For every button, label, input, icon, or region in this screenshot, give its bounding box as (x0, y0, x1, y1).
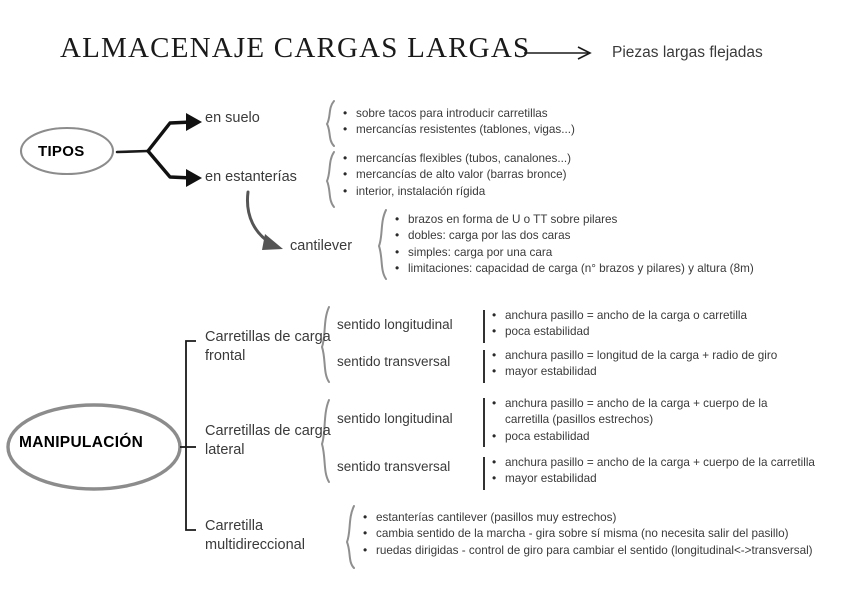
bracket-cantilever (377, 209, 387, 280)
list-item: cambia sentido de la marcha - gira sobre… (363, 525, 848, 542)
list-item: anchura pasillo = ancho de la carga + cu… (492, 454, 848, 471)
list-item: estanterías cantilever (pasillos muy est… (363, 509, 848, 526)
right-arrow-icon (524, 46, 592, 60)
manipulacion-node-label: MANIPULACIÓN (19, 434, 144, 451)
list-item: mayor estabilidad (492, 470, 848, 487)
list-item: mercancías flexibles (tubos, canalones..… (343, 150, 643, 167)
bracket-en-estanterias (325, 151, 335, 208)
bullets-frontal-longitudinal: anchura pasillo = ancho de la carga o ca… (492, 307, 848, 341)
bullets-en-suelo: sobre tacos para introducir carretillas … (343, 105, 643, 139)
list-item: brazos en forma de U o TT sobre pilares (395, 211, 848, 228)
bullets-frontal-transversal: anchura pasillo = longitud de la carga +… (492, 347, 848, 381)
list-item: sobre tacos para introducir carretillas (343, 105, 643, 122)
label-lateral-transversal: sentido transversal (337, 459, 451, 474)
label-frontal-longitudinal: sentido longitudinal (337, 317, 453, 332)
bullets-en-estanterias: mercancías flexibles (tubos, canalones..… (343, 150, 643, 200)
bracket-en-suelo (325, 100, 335, 147)
list-item: poca estabilidad (492, 323, 848, 340)
title-target-label: Piezas largas flejadas (612, 44, 763, 61)
list-item: simples: carga por una cara (395, 244, 848, 261)
node-carretillas-carga-frontal: Carretillas de carga frontal (205, 329, 331, 364)
page-title: ALMACENAJE CARGAS LARGAS (60, 32, 531, 64)
list-item: mercancías de alto valor (barras bronce) (343, 166, 643, 183)
list-item: mayor estabilidad (492, 363, 848, 380)
list-item: anchura pasillo = ancho de la carga + cu… (492, 395, 792, 429)
list-item: interior, instalación rígida (343, 183, 643, 200)
label-lateral-longitudinal: sentido longitudinal (337, 411, 453, 426)
bracket-multidireccional (345, 505, 355, 569)
list-item: limitaciones: capacidad de carga (n° bra… (395, 260, 848, 277)
bullets-multidireccional: estanterías cantilever (pasillos muy est… (363, 509, 848, 559)
node-cantilever: cantilever (290, 238, 353, 254)
list-item: poca estabilidad (492, 428, 792, 445)
node-en-estanterias: en estanterías (205, 169, 297, 185)
manipulacion-square-bracket (185, 340, 196, 531)
node-carretillas-carga-lateral: Carretillas de carga lateral (205, 423, 331, 458)
node-en-suelo: en suelo (205, 110, 260, 126)
bullets-lateral-longitudinal: anchura pasillo = ancho de la carga + cu… (492, 395, 792, 445)
bullets-cantilever: brazos en forma de U o TT sobre pilares … (395, 211, 848, 278)
branch-arrow-en-estanterias (146, 149, 202, 187)
branch-arrow-en-suelo (146, 113, 202, 153)
list-item: mercancías resistentes (tablones, vigas.… (343, 121, 643, 138)
list-item: dobles: carga por las dos caras (395, 227, 848, 244)
list-item: ruedas dirigidas - control de giro para … (363, 542, 848, 559)
label-frontal-transversal: sentido transversal (337, 354, 451, 369)
list-item: anchura pasillo = longitud de la carga +… (492, 347, 848, 364)
bullets-lateral-transversal: anchura pasillo = ancho de la carga + cu… (492, 454, 848, 488)
list-item: anchura pasillo = ancho de la carga o ca… (492, 307, 848, 324)
node-carretilla-multidireccional: Carretilla multidireccional (205, 518, 305, 553)
curved-arrow-cantilever (245, 190, 283, 250)
tipos-node-label: TIPOS (38, 143, 85, 160)
